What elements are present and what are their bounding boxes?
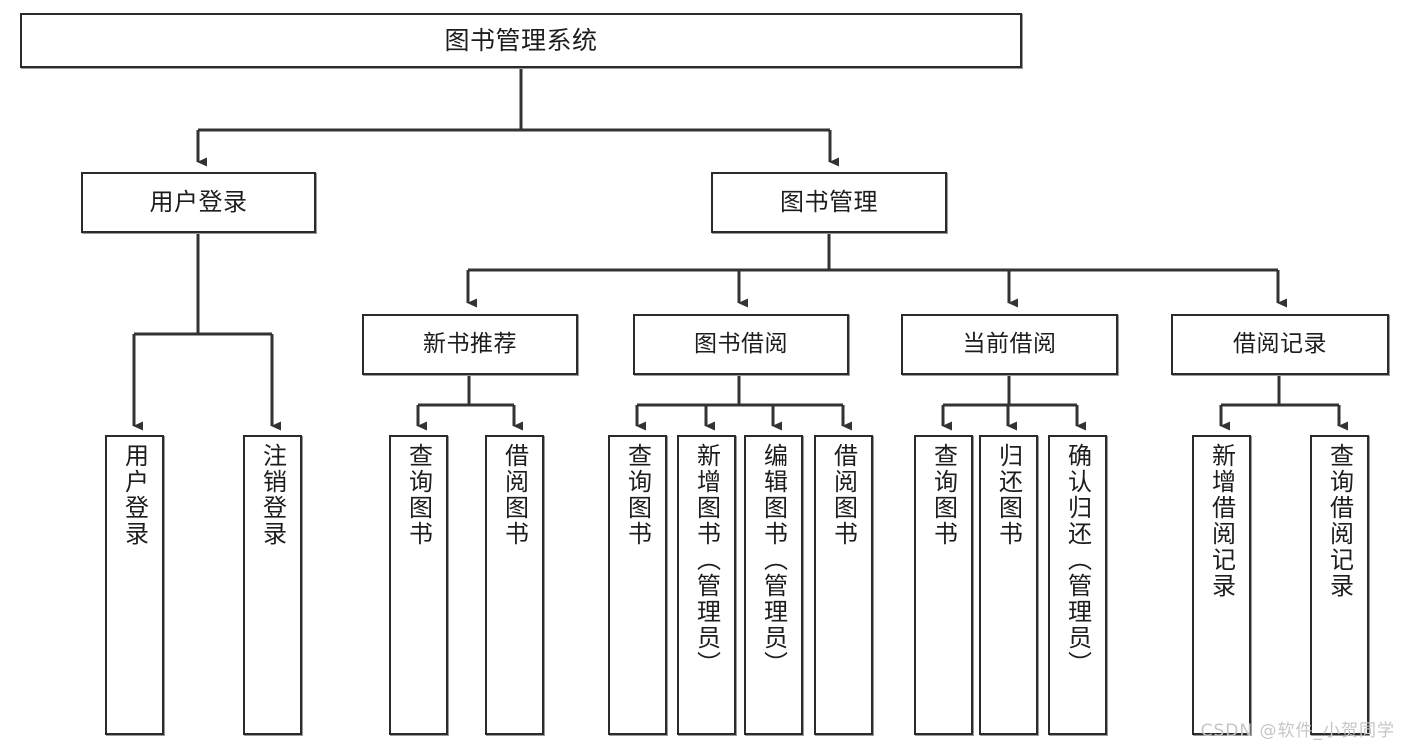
leaf-borrow-record-query[interactable]: 查询借阅记录 [1310,435,1369,735]
leaf-label: 注销登录 [258,443,287,547]
leaf-label: 确认归还（管理员） [1063,443,1092,677]
node-label: 当前借阅 [962,330,1057,357]
node-label: 借阅记录 [1233,330,1327,357]
leaf-label: 查询图书 [404,443,433,547]
leaf-book-borrow-borrow[interactable]: 借阅图书 [814,435,873,735]
leaf-label: 归还图书 [994,443,1023,547]
leaf-book-borrow-edit-admin[interactable]: 编辑图书（管理员） [744,435,803,735]
node-new-book-recommend[interactable]: 新书推荐 [362,314,578,375]
node-label: 图书借阅 [694,330,788,357]
leaf-new-book-query[interactable]: 查询图书 [389,435,448,735]
node-book-management[interactable]: 图书管理 [711,172,947,233]
leaf-label: 查询借阅记录 [1325,443,1354,599]
leaf-label: 新增借阅记录 [1207,443,1236,599]
leaf-label: 新增图书（管理员） [692,443,721,677]
leaf-label: 用户登录 [120,443,149,547]
leaf-label: 编辑图书（管理员） [759,443,788,677]
node-borrow-record[interactable]: 借阅记录 [1171,314,1389,375]
leaf-label: 查询图书 [929,443,958,547]
leaf-current-borrow-confirm-return-admin[interactable]: 确认归还（管理员） [1048,435,1107,735]
leaf-label: 借阅图书 [829,443,858,547]
leaf-new-book-borrow[interactable]: 借阅图书 [485,435,544,735]
leaf-label: 借阅图书 [500,443,529,547]
node-label: 用户登录 [149,188,248,217]
node-current-borrow[interactable]: 当前借阅 [901,314,1118,375]
node-book-borrow[interactable]: 图书借阅 [633,314,849,375]
leaf-current-borrow-query[interactable]: 查询图书 [914,435,973,735]
leaf-book-borrow-add-admin[interactable]: 新增图书（管理员） [677,435,736,735]
node-label: 图书管理 [780,188,878,217]
leaf-borrow-record-add[interactable]: 新增借阅记录 [1192,435,1251,735]
leaf-user-login-signin[interactable]: 用户登录 [105,435,164,735]
node-label: 新书推荐 [423,330,517,357]
node-user-login[interactable]: 用户登录 [81,172,316,233]
node-root-book-management-system[interactable]: 图书管理系统 [20,13,1022,68]
leaf-current-borrow-return[interactable]: 归还图书 [979,435,1038,735]
leaf-book-borrow-query[interactable]: 查询图书 [608,435,667,735]
leaf-user-login-signout[interactable]: 注销登录 [243,435,302,735]
leaf-label: 查询图书 [623,443,652,547]
node-label: 图书管理系统 [444,25,598,55]
